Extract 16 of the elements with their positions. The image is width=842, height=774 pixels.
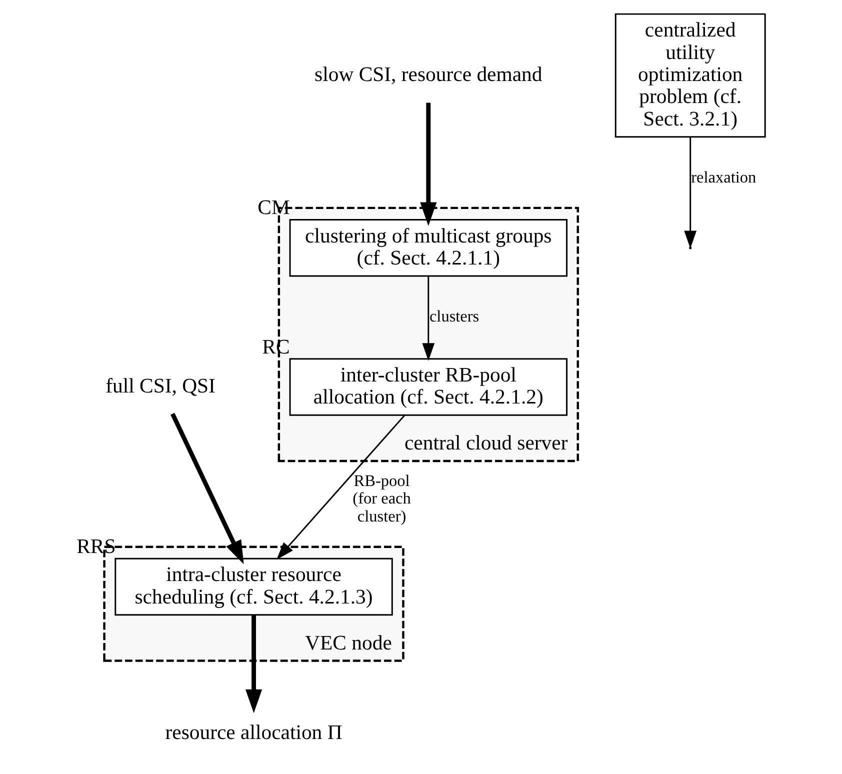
arrow xyxy=(422,276,435,361)
node-box: intra-cluster resource scheduling (cf. Sect. 4.2.1.3) xyxy=(114,558,393,616)
arrow xyxy=(276,414,406,560)
node-box: inter-cluster RB-pool allocation (cf. Sect. 4.2.1.2) xyxy=(289,358,568,416)
node-text: resource allocation Π xyxy=(165,722,342,744)
edge-label: relaxation xyxy=(691,168,756,186)
node-box: clustering of multicast groups (cf. Sect. 4.2.1.1) xyxy=(289,219,568,277)
arrow xyxy=(170,412,244,564)
node-box: centralized utility optimization problem (cf. Sect. 3.2.1) xyxy=(614,13,766,138)
node-text: slow CSI, resource demand xyxy=(314,64,542,86)
arrow xyxy=(420,102,437,226)
arrow xyxy=(245,615,262,714)
node-text: full CSI, QSI xyxy=(106,375,216,398)
arrow xyxy=(684,137,697,248)
edge-label: clusters xyxy=(429,308,480,326)
edge-label: RB-pool (for each cluster) xyxy=(352,472,411,526)
